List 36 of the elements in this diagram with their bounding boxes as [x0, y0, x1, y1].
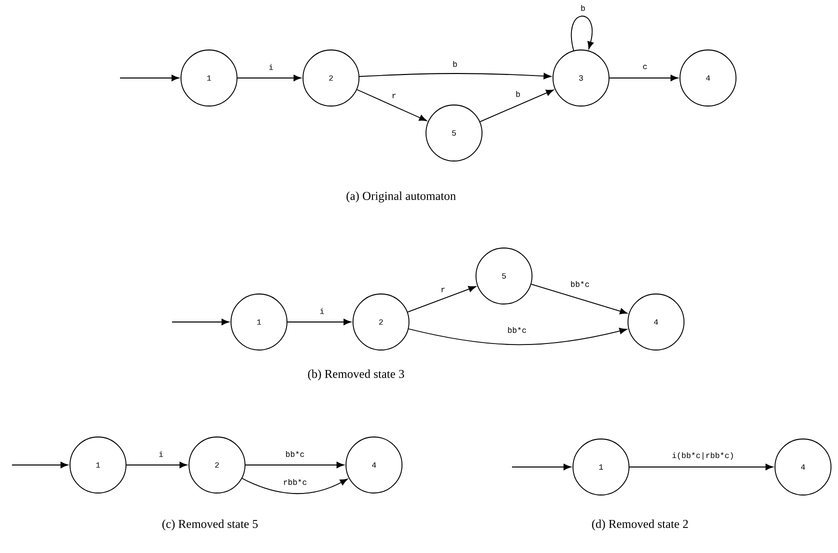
- panel-caption: (a) Original automaton: [346, 192, 456, 202]
- arrow: [480, 90, 554, 122]
- panel-caption: (c) Removed state 5: [162, 520, 258, 530]
- arrow: [629, 464, 774, 470]
- edge-label: i: [318, 307, 326, 315]
- edge-label: b: [452, 60, 458, 68]
- arrow: [356, 89, 427, 122]
- edge-label: bb*c: [284, 450, 306, 458]
- arrow: [12, 462, 68, 468]
- edge-label: b: [580, 4, 586, 12]
- arrow: [245, 462, 344, 468]
- arrow: [407, 286, 476, 312]
- arrow: [237, 74, 302, 82]
- edge-label: rbb*c: [282, 478, 308, 486]
- arrow: [571, 16, 594, 51]
- arrow: [512, 464, 572, 470]
- edge-label: r: [440, 286, 446, 294]
- edge-label: b: [514, 90, 522, 98]
- edge-label: c: [642, 64, 648, 70]
- arrow: [287, 318, 352, 326]
- edge-label: i: [158, 450, 164, 458]
- arrow: [126, 462, 188, 468]
- edge-label: bb*c: [569, 280, 591, 288]
- arrow: [530, 284, 628, 314]
- arrow: [242, 478, 348, 494]
- arrow: [408, 328, 628, 346]
- panel-caption: (d) Removed state 2: [592, 520, 688, 530]
- arrow: [120, 74, 180, 82]
- arrow: [358, 72, 552, 80]
- arrow: [172, 318, 230, 326]
- panel-caption: (b) Removed state 3: [308, 370, 404, 380]
- edge-label: i(bb*c|rbb*c): [670, 451, 736, 461]
- arrow: [609, 74, 678, 82]
- edge-label: bb*c: [506, 326, 528, 334]
- edge-label: r: [390, 92, 398, 100]
- edge-label: i: [268, 63, 274, 71]
